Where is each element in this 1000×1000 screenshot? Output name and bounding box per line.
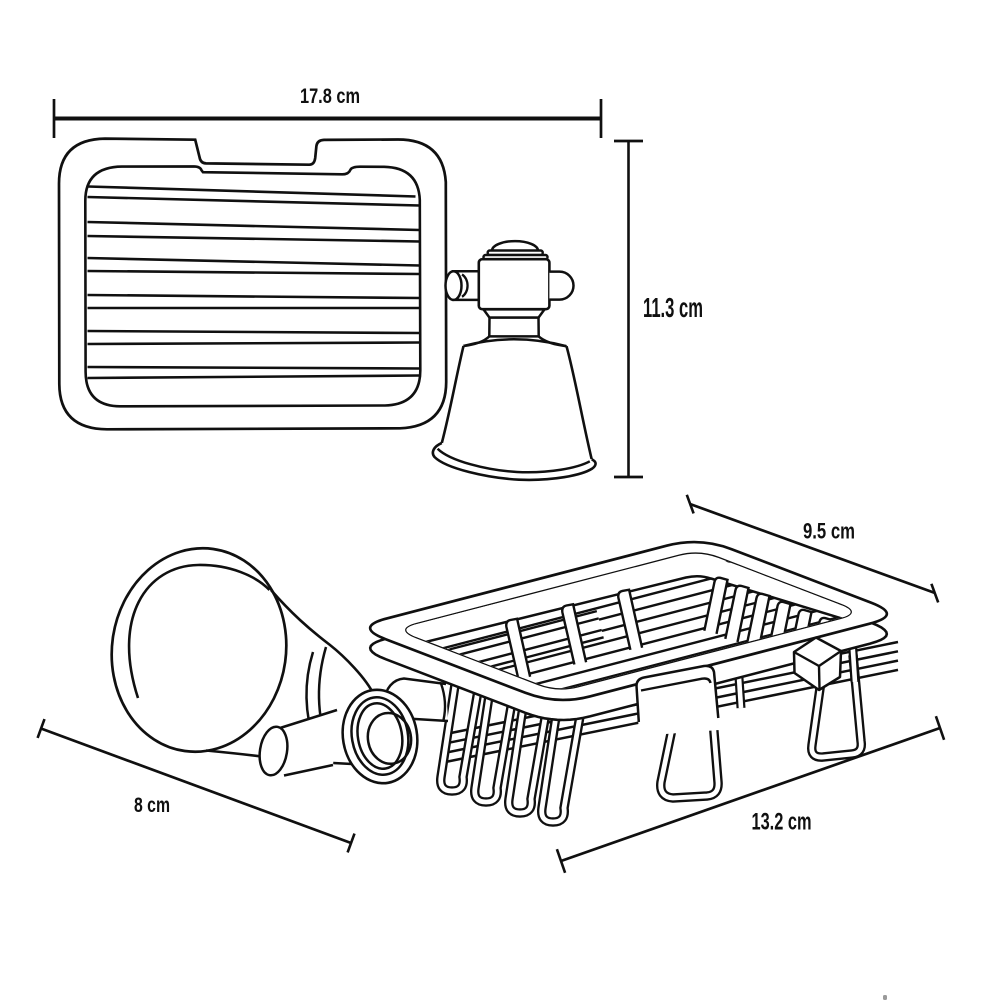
svg-text:17.8 cm: 17.8 cm <box>300 84 360 108</box>
svg-text:11.3 cm: 11.3 cm <box>643 292 703 323</box>
svg-text:8 cm: 8 cm <box>134 794 170 817</box>
svg-text:13.2 cm: 13.2 cm <box>752 810 812 836</box>
svg-text:9.5 cm: 9.5 cm <box>803 519 855 544</box>
